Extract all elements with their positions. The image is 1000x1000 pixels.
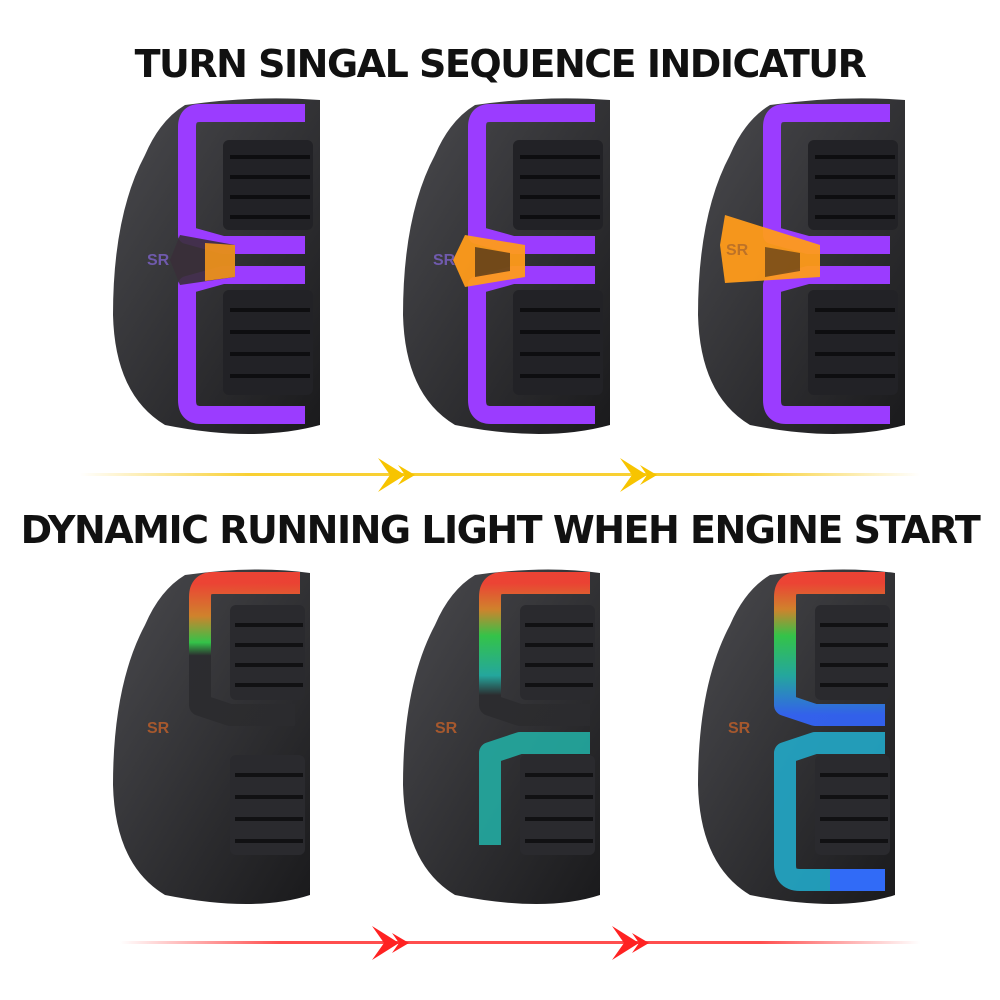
tail-light-turn-stage-2: SR bbox=[395, 95, 625, 445]
sr-badge: SR bbox=[435, 720, 458, 737]
turn-signal-heading: TURN SINGAL SEQUENCE INDICATUR bbox=[134, 42, 867, 86]
sr-badge: SR bbox=[433, 252, 456, 269]
sr-badge: SR bbox=[147, 252, 170, 269]
sr-badge: SR bbox=[147, 720, 170, 737]
sequence-arrow-line-red bbox=[0, 918, 1000, 968]
tail-light-turn-stage-3: SR bbox=[690, 95, 920, 445]
sequence-arrow-line-yellow bbox=[0, 450, 1000, 500]
running-light-heading: DYNAMIC RUNNING LIGHT WHEH ENGINE START bbox=[20, 508, 981, 552]
tail-light-running-stage-2: SR bbox=[395, 565, 625, 915]
tail-light-turn-stage-1: SR bbox=[105, 95, 335, 445]
sr-badge: SR bbox=[728, 720, 751, 737]
tail-light-running-stage-3: SR bbox=[690, 565, 920, 915]
tail-light-running-stage-1: SR bbox=[105, 565, 335, 915]
sr-badge: SR bbox=[726, 242, 749, 259]
